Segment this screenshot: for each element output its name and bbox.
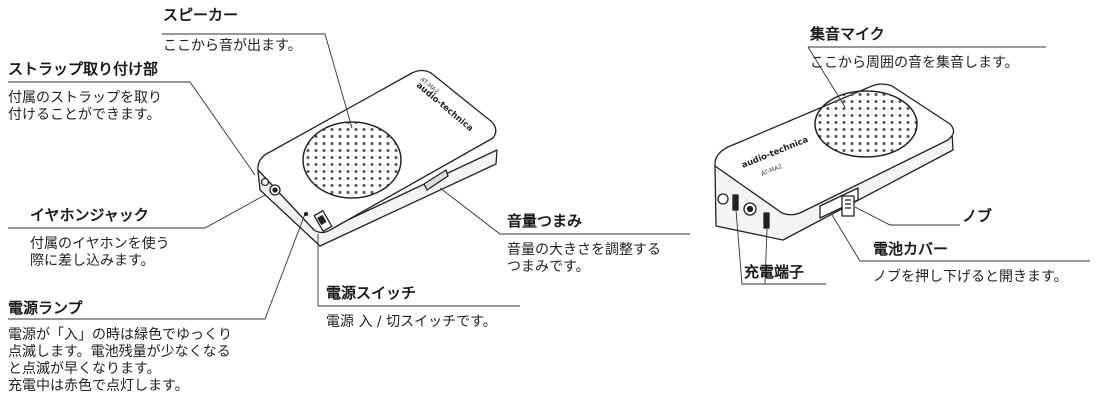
callout-volume-desc-1: 音量の大きさを調整する	[507, 242, 661, 258]
leader-lines	[8, 33, 1090, 320]
power-lamp	[303, 211, 309, 217]
charge-terminal-1	[732, 194, 739, 211]
callout-power-lamp-desc-4: 充電中は赤色で点灯します。	[8, 378, 189, 394]
leader-power-lamp	[8, 213, 306, 320]
volume-knob	[423, 169, 449, 191]
callout-earphone-desc-2: 際に差し込みます。	[30, 253, 155, 269]
leader-earphone	[8, 194, 266, 229]
callout-strap-desc-2: 付けることができます。	[8, 107, 161, 123]
callout-knob-title: ノブ	[962, 207, 993, 225]
callout-battery-cover-title: 電池カバー	[873, 240, 949, 258]
callout-charge-title: 充電端子	[744, 263, 805, 281]
callout-power-lamp-title: 電源ランプ	[8, 299, 83, 317]
callout-earphone-desc-1: 付属のイヤホンを使う	[30, 236, 170, 252]
leader-knob	[854, 206, 960, 226]
callout-power-lamp-desc-2: 点滅します。電池残量が少なくなる	[8, 344, 231, 360]
callout-earphone-title: イヤホンジャック	[30, 206, 149, 224]
leader-volume	[439, 187, 690, 235]
callout-mic-title: 集音マイク	[810, 25, 885, 43]
strap-mount	[260, 177, 270, 187]
leader-speaker	[162, 33, 353, 129]
callout-volume-desc-2: つまみです。	[507, 259, 590, 275]
knob	[841, 195, 855, 217]
callout-strap-title: ストラップ取り付け部	[8, 60, 159, 78]
callout-power-switch-desc: 電源 入 / 切スイッチです。	[326, 314, 497, 330]
left-device	[257, 69, 498, 247]
right-device	[714, 83, 955, 241]
leader-battery-cover	[831, 214, 1090, 262]
callout-strap-desc-1: 付属のストラップを取り	[8, 90, 162, 106]
callout-battery-cover-desc: ノブを押し下げると開きます。	[873, 269, 1068, 285]
callout-speaker-title: スピーカー	[163, 6, 239, 24]
callout-volume-title: 音量つまみ	[507, 212, 583, 230]
charge-terminal-2	[763, 212, 770, 229]
callout-power-switch-title: 電源スイッチ	[326, 284, 417, 302]
callout-power-lamp-desc-3: と点滅が早くなります。	[8, 361, 161, 377]
callout-power-lamp-desc-1: 電源が「入」の時は緑色でゆっくり	[8, 327, 232, 343]
callout-mic-desc: ここから周囲の音を集音します。	[810, 55, 1019, 71]
callout-speaker-desc: ここから音が出ます。	[163, 38, 302, 54]
leader-strap	[8, 81, 256, 176]
